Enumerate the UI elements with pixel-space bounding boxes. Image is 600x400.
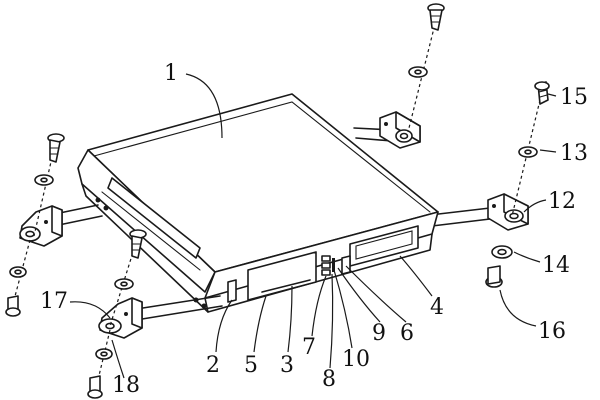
label-14: 14 bbox=[542, 253, 570, 278]
leader-lines bbox=[69, 73, 557, 379]
bracket-top bbox=[379, 111, 421, 149]
label-10: 10 bbox=[342, 347, 370, 372]
label-16: 16 bbox=[538, 319, 566, 344]
front-panel bbox=[227, 225, 419, 303]
bracket-right bbox=[487, 193, 529, 231]
label-18: 18 bbox=[112, 373, 140, 398]
label-2: 2 bbox=[206, 353, 220, 378]
label-3: 3 bbox=[280, 353, 294, 378]
housing-body bbox=[77, 93, 439, 313]
label-13: 13 bbox=[560, 141, 588, 166]
label-1: 1 bbox=[164, 61, 178, 86]
label-6: 6 bbox=[400, 321, 414, 346]
bracket-lower-left bbox=[98, 297, 143, 339]
label-15: 15 bbox=[560, 85, 588, 110]
label-7: 7 bbox=[302, 335, 316, 360]
bolt-top bbox=[407, 3, 445, 133]
part-labels: 1 2 5 3 7 8 10 9 6 4 15 13 12 14 16 17 1… bbox=[40, 61, 588, 398]
label-5: 5 bbox=[244, 353, 258, 378]
label-12: 12 bbox=[548, 189, 576, 214]
label-9: 9 bbox=[372, 321, 386, 346]
label-4: 4 bbox=[430, 295, 444, 320]
bolt-lower-left bbox=[87, 229, 147, 399]
bracket-left bbox=[19, 205, 63, 247]
label-8: 8 bbox=[322, 367, 336, 392]
bolt-right bbox=[485, 81, 550, 288]
label-17: 17 bbox=[40, 289, 68, 314]
bolt-left bbox=[5, 133, 65, 317]
